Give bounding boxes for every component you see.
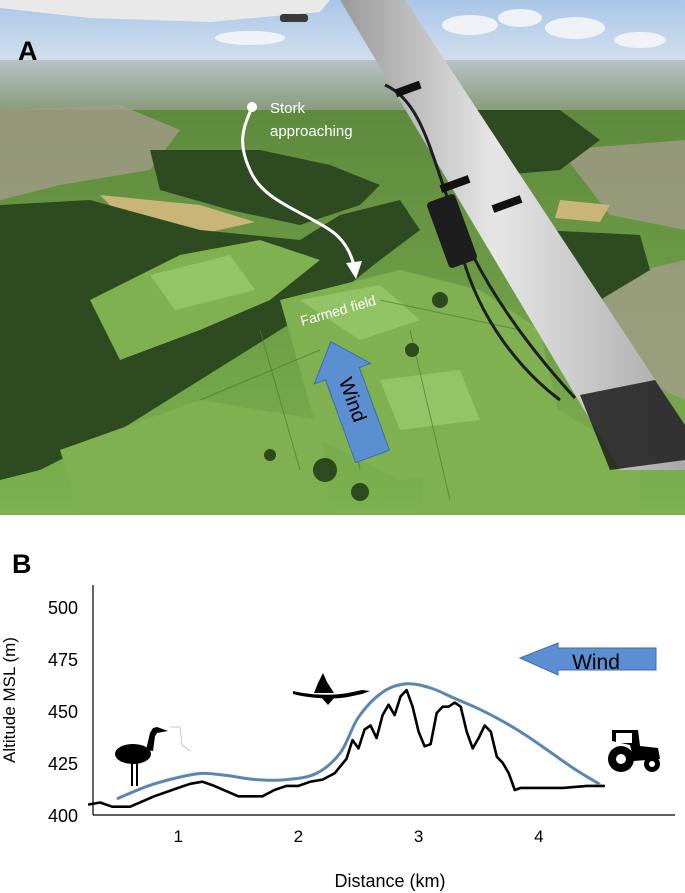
clouds (215, 9, 666, 48)
stork-label-line2: approaching (270, 123, 353, 140)
stork-flying-icon (293, 673, 370, 705)
wing-underside (0, 0, 330, 22)
y-tick-label: 425 (48, 754, 78, 774)
x-tick-label: 1 (173, 827, 182, 846)
panel-label-b: B (12, 549, 32, 579)
x-tick-label: 4 (534, 827, 543, 846)
stork-flight-path-line (116, 682, 601, 800)
stork-shadow-lines (170, 726, 191, 752)
strut-tape (580, 380, 685, 470)
field-lines (199, 299, 521, 501)
tree-clumps (264, 292, 448, 501)
towns (0, 105, 685, 400)
x-tick-labels: 1 2 3 4 (173, 827, 543, 846)
x-tick-label: 3 (414, 827, 423, 846)
wing-fitting (280, 14, 308, 22)
bright-fields (150, 255, 480, 430)
gps-logger-icon (427, 194, 477, 268)
stork-path-arrowhead (346, 261, 362, 279)
y-axis-label: Altitude MSL (m) (0, 637, 19, 763)
y-tick-label: 400 (48, 806, 78, 826)
y-tick-label: 475 (48, 650, 78, 670)
x-tick-label: 2 (294, 827, 303, 846)
stork-standing-icon (115, 727, 168, 786)
aerial-photo: Stork approaching Farmed field Wind A (0, 0, 685, 515)
y-tick-label: 450 (48, 702, 78, 722)
tractor-icon (608, 730, 660, 772)
terrain-profile-line (87, 688, 605, 808)
wind-arrow-photo: Wind (313, 341, 391, 464)
y-tick-labels: 500 475 450 425 400 (48, 598, 78, 826)
stork-label-line1: Stork (270, 100, 306, 117)
strut-clamps (394, 80, 523, 213)
panel-a-photo: Stork approaching Farmed field Wind A (0, 0, 685, 515)
x-axis-label: Distance (km) (334, 871, 445, 891)
wind-arrow-chart: Wind (518, 642, 657, 676)
stork-path (241, 106, 357, 271)
panel-label-a: A (18, 36, 38, 66)
wind-label-chart: Wind (572, 651, 620, 674)
y-tick-label: 500 (48, 598, 78, 618)
wing-strut (340, 0, 685, 470)
